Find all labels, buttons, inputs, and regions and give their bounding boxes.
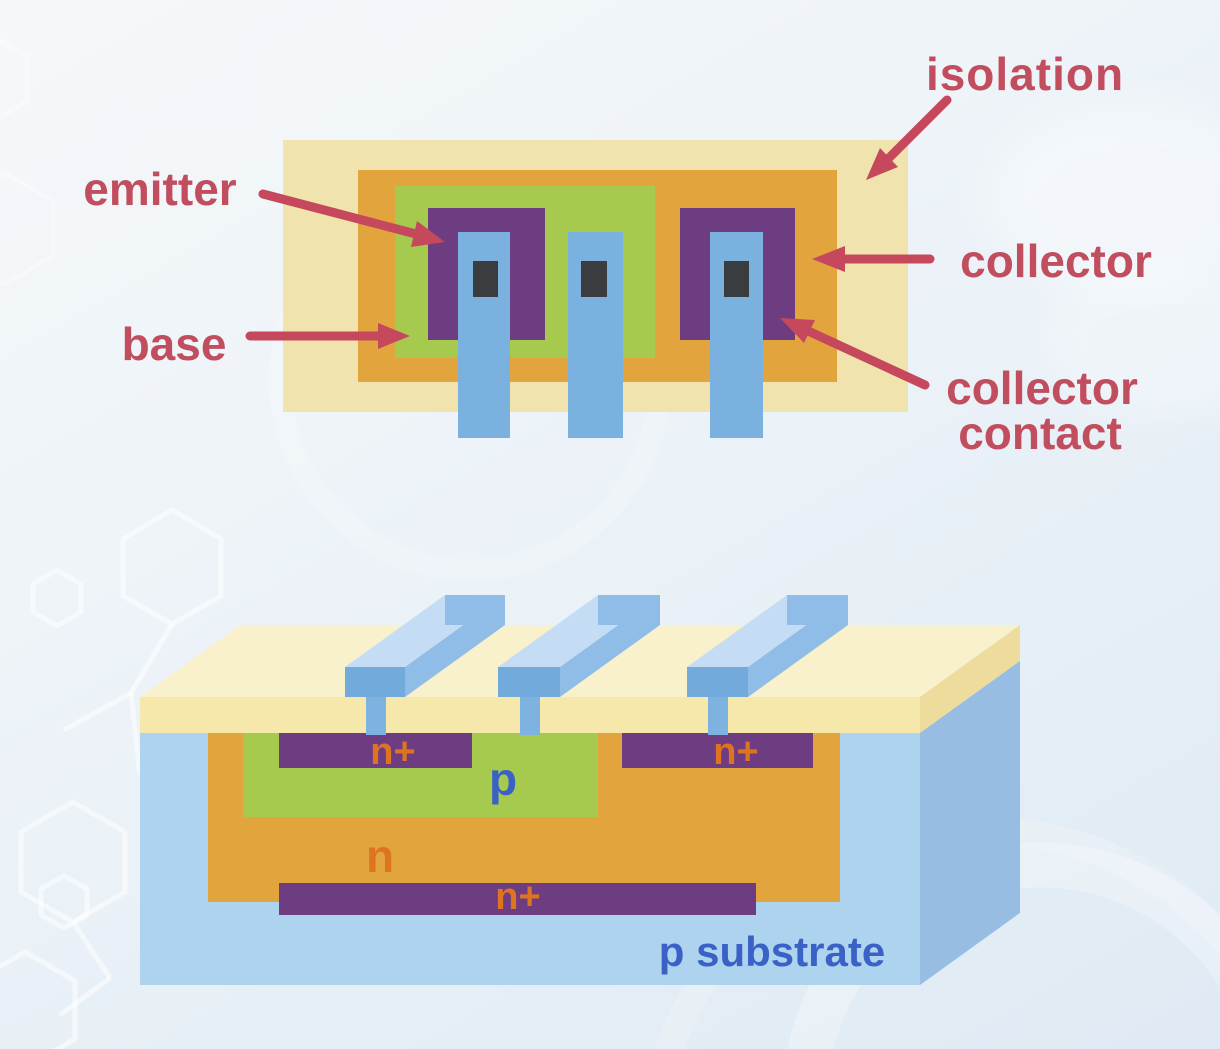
emitter-arrow-line (258, 189, 421, 239)
contact-stem-collector (708, 697, 728, 735)
hexagon-outline (38, 873, 90, 931)
substrate-side-face (920, 661, 1020, 985)
isolation-label: isolation (926, 48, 1124, 100)
collector-contact-arrow-head (780, 318, 815, 343)
annotations: emitter base isolation collector collect… (83, 48, 1152, 459)
isolation-arrow-head (866, 148, 898, 180)
metal-bar-end-face (787, 595, 848, 625)
emitter-label: emitter (83, 163, 236, 215)
contact-window-emitter (473, 261, 498, 297)
emitter-nplus-label: n+ (370, 731, 415, 773)
contact-stem-emitter (366, 697, 386, 735)
base-label: base (122, 318, 227, 370)
bond-line (128, 692, 143, 776)
collector-label: collector (960, 235, 1152, 287)
collector-contact-arrow-line (801, 325, 930, 390)
bond-line (70, 920, 113, 980)
base-arrow-head (378, 323, 410, 349)
oxide-side-face (920, 625, 1020, 733)
metal-bar-front-face (687, 667, 748, 697)
soft-arc (787, 842, 1220, 1049)
hexagon-outline (0, 949, 78, 1049)
metal-bar-base (498, 595, 660, 697)
soft-cloud-blob (990, 105, 1220, 295)
p-base-label: p (489, 753, 517, 805)
collector-contact-arrow (780, 318, 930, 390)
top-layout-view (283, 140, 908, 438)
isolation-arrow-line (882, 95, 952, 165)
emitter-nplus-region (279, 733, 472, 768)
contact-stem-base (520, 697, 540, 735)
hexagon-outline (30, 567, 84, 629)
hexagon-outline (0, 170, 56, 287)
contact-window-base (581, 261, 607, 297)
metal-bar-front-face (498, 667, 560, 697)
n-collector-label: n (366, 830, 394, 882)
metal-bar-end-face (598, 595, 660, 625)
soft-cloud-blob (1045, 265, 1220, 415)
buried-nplus-label: n+ (495, 876, 540, 918)
emitter-arrow-head (411, 221, 445, 247)
base-arrow (245, 323, 410, 349)
bond-line (128, 622, 175, 695)
metal-bar-front-face (345, 667, 405, 697)
isolation-arrow (866, 95, 952, 180)
bond-line (62, 690, 133, 733)
metal-bar-collector (687, 595, 848, 697)
hexagon-outline (0, 37, 30, 120)
cross-section-view: n+ n+ p n n+ p substrate (140, 595, 1020, 985)
collector-contact-label-line1: collector (946, 362, 1138, 414)
collector-nplus-label: n+ (713, 731, 758, 773)
emitter-arrow (258, 189, 445, 247)
buried-nplus-layer (279, 883, 756, 915)
hexagon-outline (18, 799, 128, 925)
p-substrate-label: p substrate (659, 928, 885, 975)
bond-line (58, 975, 112, 1018)
collector-contact-label-line2: contact (958, 407, 1122, 459)
collector-nplus-region (622, 733, 813, 768)
metal-bar-emitter (345, 595, 505, 697)
collector-arrow (812, 246, 935, 272)
metal-bar-end-face (445, 595, 505, 625)
collector-arrow-head (812, 246, 845, 272)
contact-window-collector (724, 261, 749, 297)
hexagon-outline (120, 507, 224, 627)
